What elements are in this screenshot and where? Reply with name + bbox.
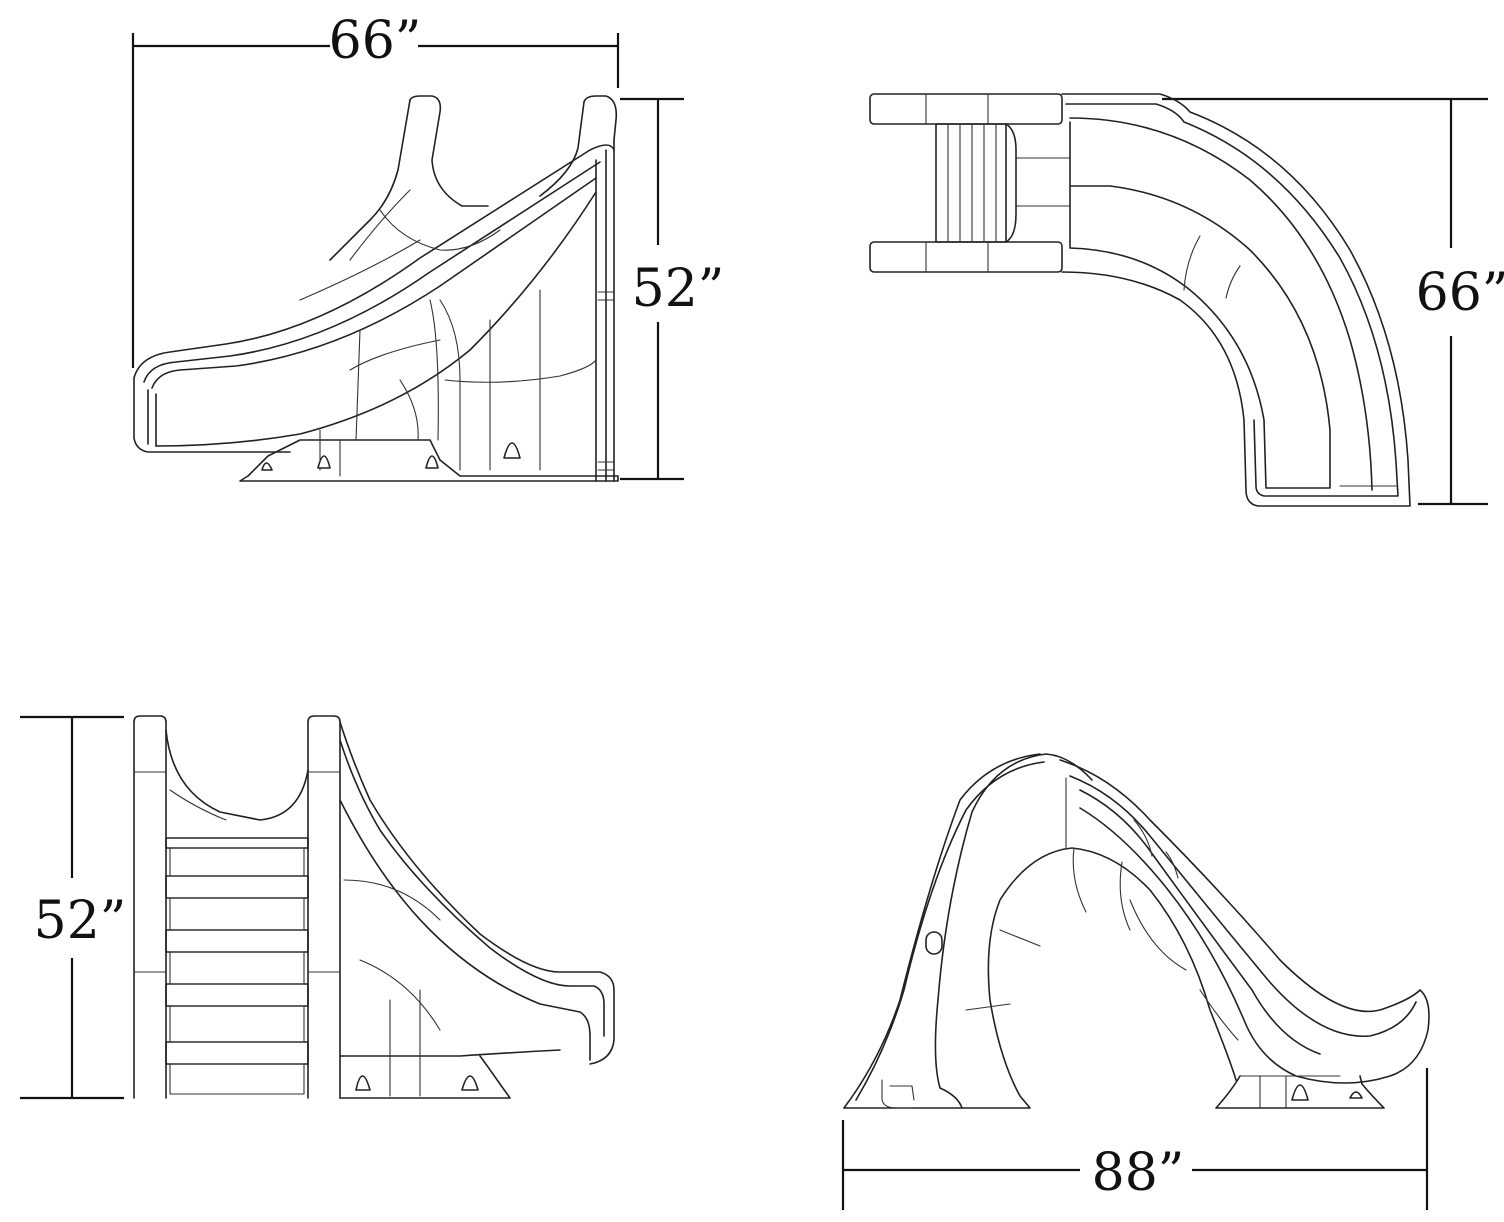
length-label: 88” (1092, 1143, 1185, 1203)
length-dimension-88: 88” (841, 1068, 1429, 1210)
side-view-right: 52” (20, 715, 615, 1100)
depth-label: 66” (1416, 263, 1504, 323)
slide-side-right-drawing (133, 715, 615, 1099)
height-dimension-52: 52” (620, 97, 725, 481)
width-label: 66” (329, 11, 422, 71)
width-dimension-66: 66” (131, 11, 620, 368)
slide-top-drawing (869, 93, 1411, 507)
top-view: 66” (869, 93, 1504, 507)
slide-front-drawing (843, 753, 1430, 1109)
front-view: 88” (841, 753, 1430, 1210)
depth-dimension-66: 66” (1162, 97, 1504, 506)
height-dimension-52-right: 52” (20, 715, 127, 1100)
ladder-steps (165, 837, 309, 1095)
side-view-left: 66” 52” (131, 11, 725, 482)
height-label-right: 52” (34, 891, 127, 951)
slide-side-drawing (133, 95, 619, 482)
height-label: 52” (632, 259, 725, 319)
